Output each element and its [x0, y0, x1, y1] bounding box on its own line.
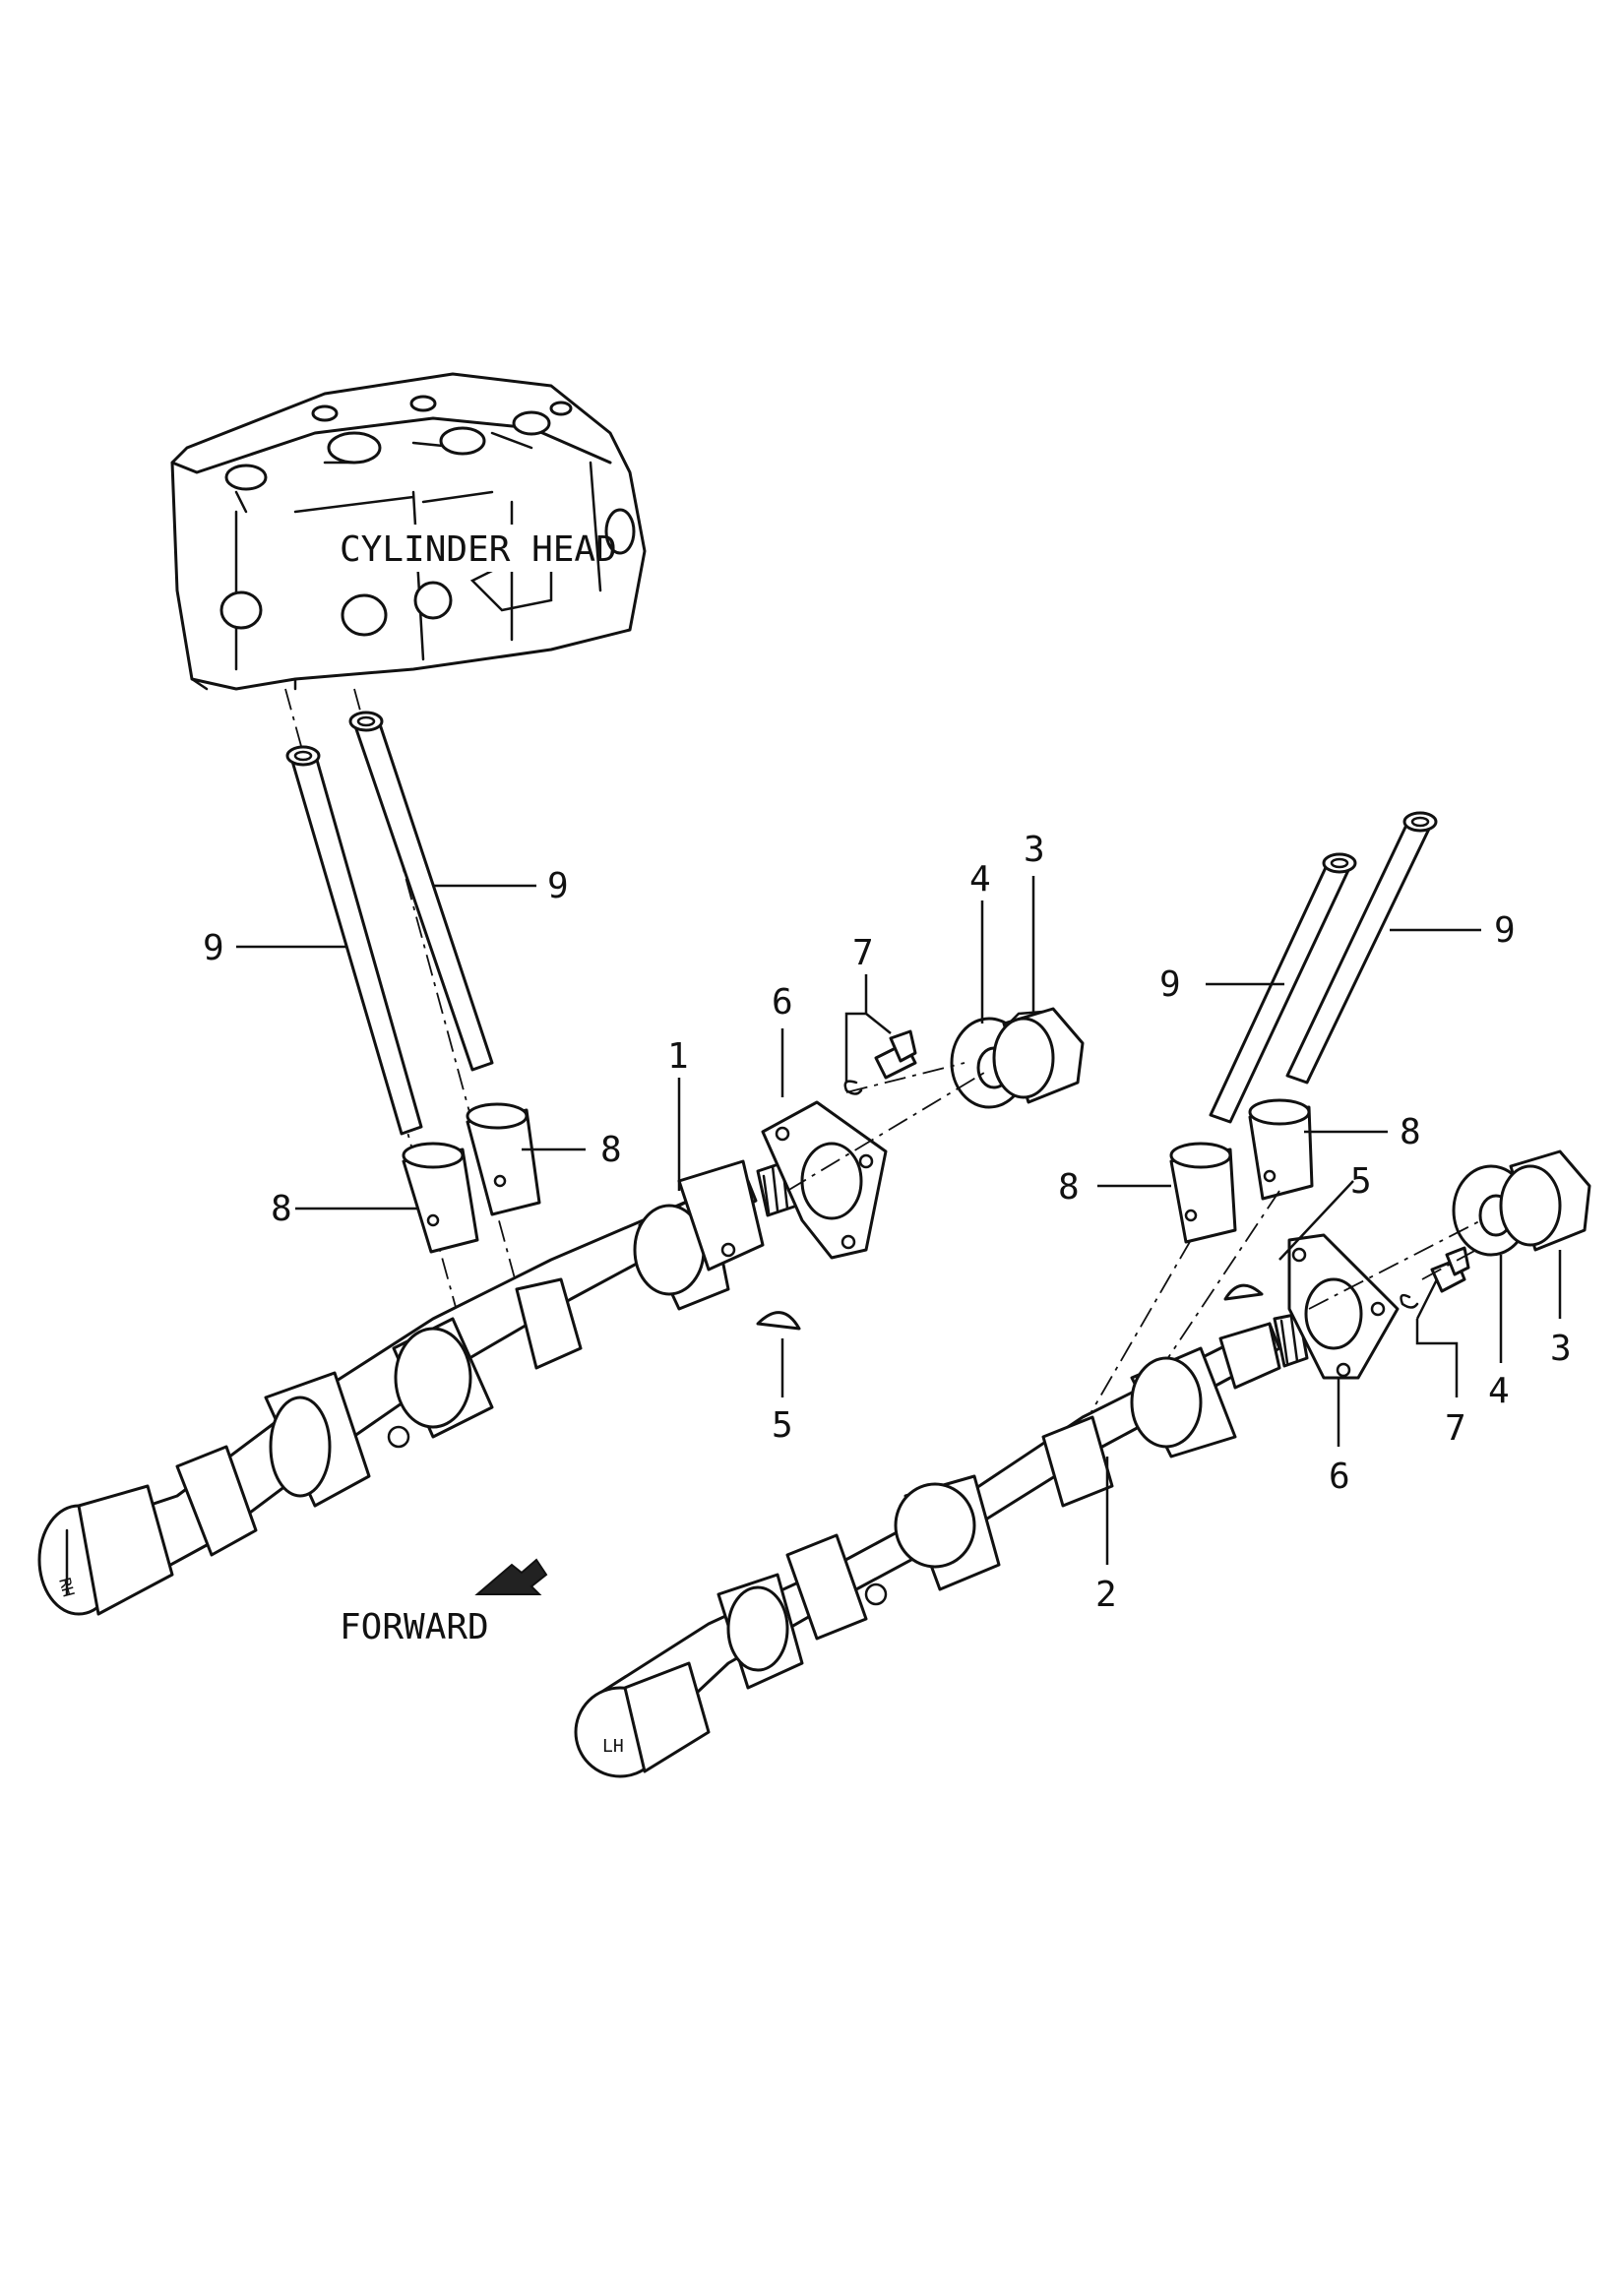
- bolt-washer-left: [843, 1029, 917, 1095]
- callout-8: 8: [271, 1189, 292, 1229]
- push-rod-left-b: [348, 711, 494, 1072]
- alignment-line: [1421, 1249, 1477, 1280]
- callout-2: 2: [1095, 1575, 1117, 1615]
- camshaft-lh-mark: LH: [602, 1736, 624, 1757]
- forward-label: FORWARD: [340, 1607, 489, 1647]
- callout-7: 7: [852, 933, 874, 973]
- callout-6: 6: [772, 982, 793, 1023]
- bolt-washer-right: [1400, 1246, 1470, 1309]
- callout-1: 1: [667, 1036, 689, 1077]
- tappet-left-a: [402, 1142, 479, 1254]
- callout-3: 3: [1550, 1329, 1572, 1369]
- alignment-line: [1082, 1239, 1192, 1428]
- thrust-plate-left: [761, 1100, 888, 1260]
- callout-4: 4: [1488, 1371, 1510, 1411]
- callout-9: 9: [1159, 964, 1181, 1005]
- woodruff-key-left: [756, 1311, 801, 1331]
- push-rod-left-a: [285, 745, 423, 1136]
- callout-8: 8: [1058, 1167, 1080, 1208]
- tappet-right-a: [1169, 1142, 1237, 1244]
- cylinder-head-label: CYLINDER HEAD: [340, 529, 617, 570]
- callout-9: 9: [547, 866, 569, 906]
- alignment-line: [353, 688, 537, 1359]
- woodruff-key-right: [1223, 1283, 1264, 1301]
- push-rod-right-a: [1209, 852, 1357, 1124]
- callout-6: 6: [1329, 1457, 1350, 1497]
- leader-lines: [236, 876, 1562, 1565]
- camshaft-rh-mark: RH: [55, 1576, 78, 1599]
- callout-5: 5: [772, 1405, 793, 1446]
- callout-5: 5: [1350, 1161, 1372, 1202]
- cylinder-head-label-bg: [335, 525, 591, 572]
- thrust-plate-right: [1287, 1233, 1400, 1380]
- callout-3: 3: [1024, 830, 1045, 870]
- camshaft-lh: LH: [574, 1312, 1309, 1778]
- alignment-line: [1308, 1219, 1482, 1310]
- callout-4: 4: [969, 859, 991, 900]
- camshaft-rh: RH: [37, 1159, 799, 1616]
- tappet-left-b: [466, 1102, 541, 1216]
- tappet-right-b: [1248, 1098, 1314, 1201]
- callout-8: 8: [1400, 1112, 1421, 1152]
- cam-gear-left: [992, 1007, 1085, 1104]
- cam-gear-right: [1499, 1149, 1591, 1252]
- push-rod-right-b: [1285, 811, 1438, 1085]
- alignment-line: [845, 1062, 965, 1093]
- callout-8: 8: [600, 1130, 622, 1170]
- callout-9: 9: [203, 928, 224, 968]
- callout-9: 9: [1494, 910, 1516, 951]
- callout-7: 7: [1445, 1408, 1466, 1449]
- forward-arrow-icon: [474, 1558, 548, 1595]
